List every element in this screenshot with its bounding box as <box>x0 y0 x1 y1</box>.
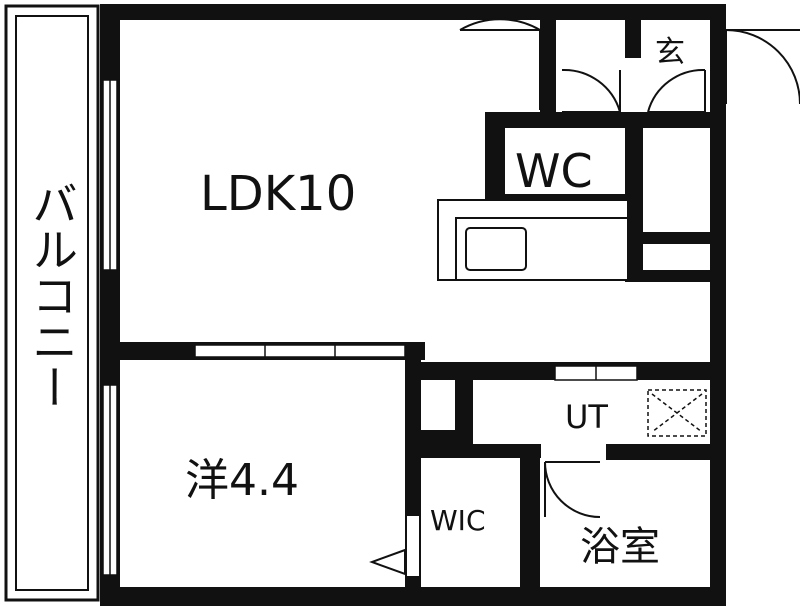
entrance-label: 玄 <box>655 35 685 70</box>
kitchen-counter <box>437 199 629 281</box>
ldk-label: LDK10 <box>200 166 356 222</box>
ut-label: UT <box>565 398 608 436</box>
western-room-label: 洋4.4 <box>185 455 299 506</box>
wic-label: WIC <box>430 504 486 537</box>
doors <box>369 18 800 578</box>
bath-label: 浴室 <box>580 524 660 570</box>
wc-label: WC <box>515 144 593 198</box>
balcony-windows <box>102 79 118 576</box>
washer-pan <box>647 389 707 437</box>
ut-vanity <box>554 365 638 381</box>
balcony <box>4 4 100 602</box>
balcony-label: バルコニー <box>25 180 79 410</box>
